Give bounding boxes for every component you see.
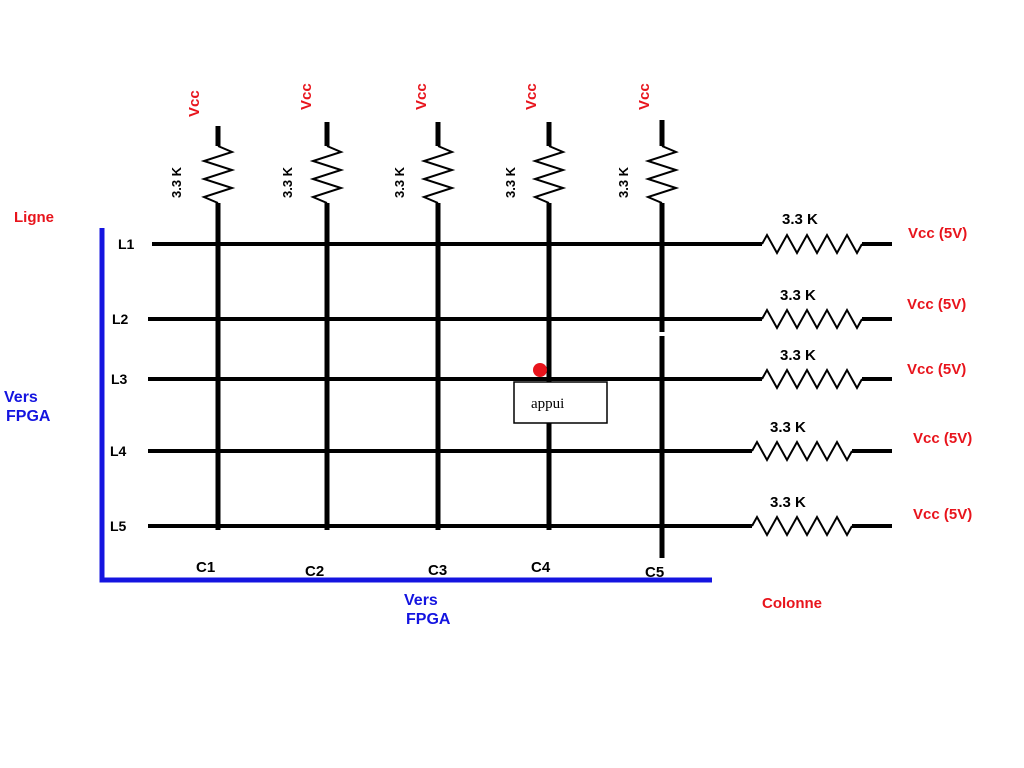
vcc-label-l5: Vcc (5V) xyxy=(913,506,972,523)
resistor-l5 xyxy=(751,514,853,538)
colonne-label: Colonne xyxy=(762,595,822,612)
row-label-l3: L3 xyxy=(111,371,128,387)
resistor-l3 xyxy=(761,367,863,391)
resistor-label-c2: 3.3 K xyxy=(280,166,295,198)
resistor-c5 xyxy=(644,145,680,204)
column-label-c3: C3 xyxy=(428,562,447,579)
row-label-l1: L1 xyxy=(118,236,135,252)
fpga-label-bottom: FPGA xyxy=(406,611,451,628)
column-c5: Vcc 3.3 K C5 xyxy=(616,83,680,581)
row-l2: L2 3.3 K Vcc (5V) xyxy=(112,287,966,331)
row-l1: L1 3.3 K Vcc (5V) xyxy=(118,211,967,256)
column-c2: Vcc 3.3 K C2 xyxy=(280,83,345,580)
resistor-c2 xyxy=(309,145,345,204)
vcc-label-c1: Vcc xyxy=(186,90,203,117)
column-label-c4: C4 xyxy=(531,559,551,576)
resistor-label-l5: 3.3 K xyxy=(770,494,806,511)
vcc-label-l3: Vcc (5V) xyxy=(907,361,966,378)
row-label-l5: L5 xyxy=(110,518,127,534)
resistor-c1 xyxy=(200,145,236,204)
column-label-c2: C2 xyxy=(305,563,324,580)
fpga-label-left: FPGA xyxy=(6,408,51,425)
vers-label-bottom: Vers xyxy=(404,592,438,609)
column-c4: Vcc 3.3 K C4 xyxy=(503,83,567,576)
row-l3: L3 3.3 K Vcc (5V) xyxy=(111,347,966,391)
resistor-label-l1: 3.3 K xyxy=(782,211,818,228)
vcc-label-c2: Vcc xyxy=(298,83,315,110)
resistor-l1 xyxy=(761,232,863,256)
pressed-key-dot xyxy=(533,363,547,377)
resistor-l2 xyxy=(761,307,863,331)
vers-label-left: Vers xyxy=(4,389,38,406)
resistor-label-c3: 3.3 K xyxy=(392,166,407,198)
resistor-label-l4: 3.3 K xyxy=(770,419,806,436)
vcc-label-l1: Vcc (5V) xyxy=(908,225,967,242)
ligne-label: Ligne xyxy=(14,209,54,226)
row-label-l2: L2 xyxy=(112,311,129,327)
vcc-label-c5: Vcc xyxy=(636,83,653,110)
row-label-l4: L4 xyxy=(110,443,127,459)
appui-box xyxy=(513,381,608,424)
vcc-label-c3: Vcc xyxy=(413,83,430,110)
appui-callout: appui xyxy=(513,381,608,424)
resistor-label-c5: 3.3 K xyxy=(616,166,631,198)
vcc-label-c4: Vcc xyxy=(523,83,540,110)
column-label-c1: C1 xyxy=(196,559,215,576)
vcc-label-l4: Vcc (5V) xyxy=(913,430,972,447)
appui-label: appui xyxy=(531,396,564,412)
resistor-c4 xyxy=(531,145,567,204)
fpga-bus-line xyxy=(99,228,712,583)
column-label-c5: C5 xyxy=(645,564,664,581)
resistor-l4 xyxy=(751,439,853,463)
column-c3: Vcc 3.3 K C3 xyxy=(392,83,456,579)
resistor-label-l2: 3.3 K xyxy=(780,287,816,304)
row-l4: L4 3.3 K Vcc (5V) xyxy=(110,419,972,463)
row-l5: L5 3.3 K Vcc (5V) xyxy=(110,494,972,538)
resistor-label-l3: 3.3 K xyxy=(780,347,816,364)
resistor-label-c1: 3.3 K xyxy=(169,166,184,198)
resistor-label-c4: 3.3 K xyxy=(503,166,518,198)
resistor-c3 xyxy=(420,145,456,204)
column-c1: Vcc 3.3 K C1 xyxy=(169,90,236,576)
vcc-label-l2: Vcc (5V) xyxy=(907,296,966,313)
